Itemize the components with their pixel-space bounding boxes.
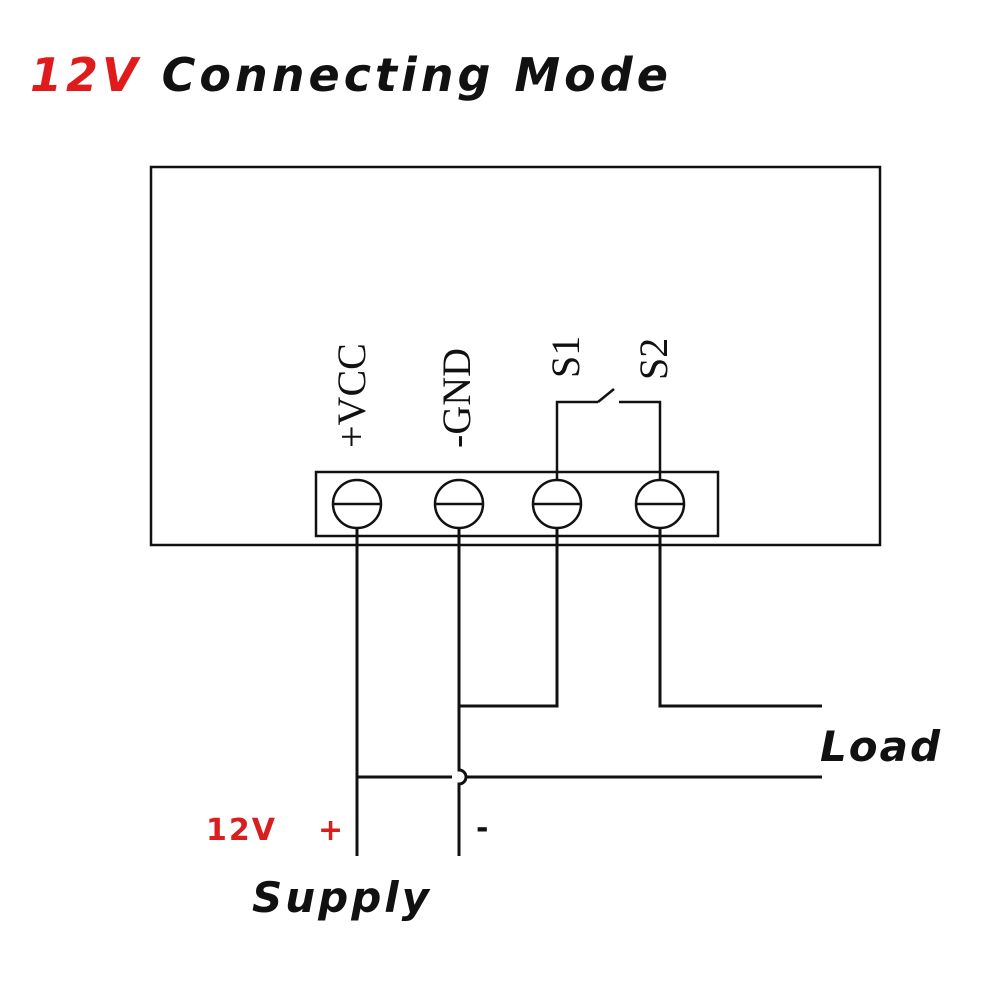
gnd-s1-jumper — [459, 528, 559, 708]
supply-label: Supply — [252, 873, 432, 922]
diagram-title: 12V Connecting Mode — [30, 52, 672, 98]
terminal-block — [314, 470, 720, 538]
supply-minus-label: - — [476, 811, 488, 846]
terminal-s2-screw — [634, 478, 686, 530]
terminal-s1-screw — [531, 478, 583, 530]
terminal-s1-label: S1 — [543, 336, 588, 378]
supply-voltage-label: 12V — [206, 813, 277, 848]
module-housing — [149, 165, 882, 547]
terminal-s2-label: S2 — [631, 338, 676, 380]
s2-load-wire — [658, 528, 822, 708]
title-voltage: 12V — [30, 48, 142, 102]
relay-switch — [555, 388, 662, 480]
terminal-vcc-label: +VCC — [329, 343, 374, 448]
terminal-gnd-label: -GND — [434, 348, 479, 448]
gnd-wire — [457, 528, 468, 856]
terminal-gnd-screw — [433, 478, 485, 530]
title-text: Connecting Mode — [161, 48, 672, 102]
load-label: Load — [820, 722, 942, 771]
supply-plus-label: + — [318, 813, 345, 848]
terminal-vcc-screw — [331, 478, 383, 530]
